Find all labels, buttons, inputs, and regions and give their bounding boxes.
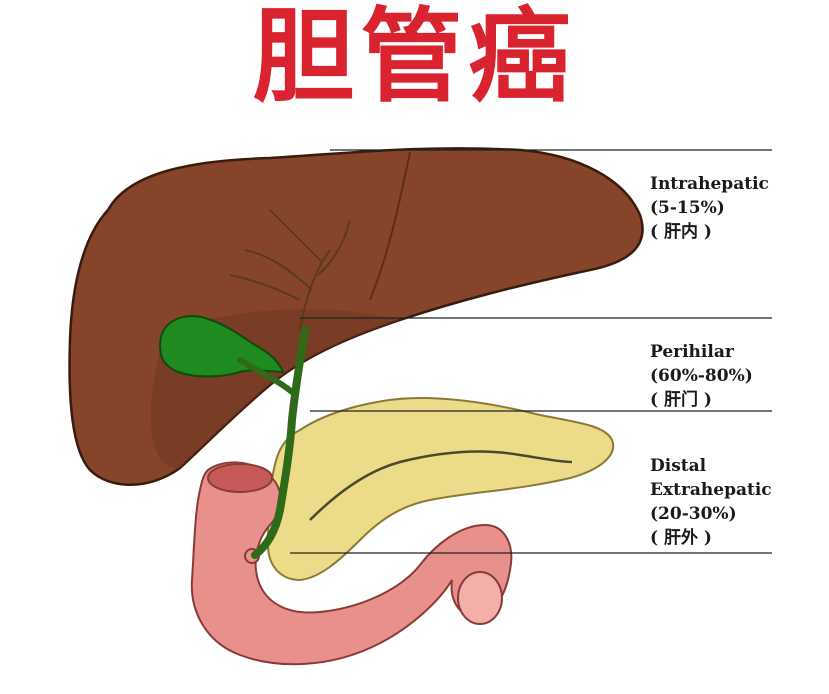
- label-perihilar-cn: ( 肝门 ): [650, 390, 712, 410]
- label-perihilar-percent: (60%-80%): [650, 366, 753, 386]
- pancreatic-duct: [309, 450, 573, 521]
- label-intrahepatic: Intrahepatic (5-15%) ( 肝内 ): [650, 172, 769, 244]
- common-bile-duct: [251, 326, 309, 559]
- jejunum-opening: [457, 571, 503, 625]
- label-distal-name: Distal: [650, 456, 707, 476]
- page-title: 胆管癌: [252, 0, 577, 117]
- label-perihilar-name: Perihilar: [650, 342, 734, 362]
- gallbladder: [158, 315, 285, 378]
- label-intrahepatic-percent: (5-15%): [650, 198, 725, 218]
- label-distal-cn: ( 肝外 ): [650, 528, 712, 548]
- intrahepatic-ducts: [229, 209, 351, 331]
- duodenum-opening: [207, 463, 273, 493]
- label-perihilar: Perihilar (60%-80%) ( 肝门 ): [650, 340, 753, 412]
- label-distal-percent: (20-30%): [650, 504, 737, 524]
- label-intrahepatic-cn: ( 肝内 ): [650, 222, 712, 242]
- label-distal-name2: Extrahepatic: [650, 480, 772, 500]
- cystic-duct: [237, 357, 295, 395]
- label-distal: Distal Extrahepatic (20-30%) ( 肝外 ): [650, 454, 772, 550]
- label-intrahepatic-name: Intrahepatic: [650, 174, 769, 194]
- liver-lobe-line: [369, 151, 411, 301]
